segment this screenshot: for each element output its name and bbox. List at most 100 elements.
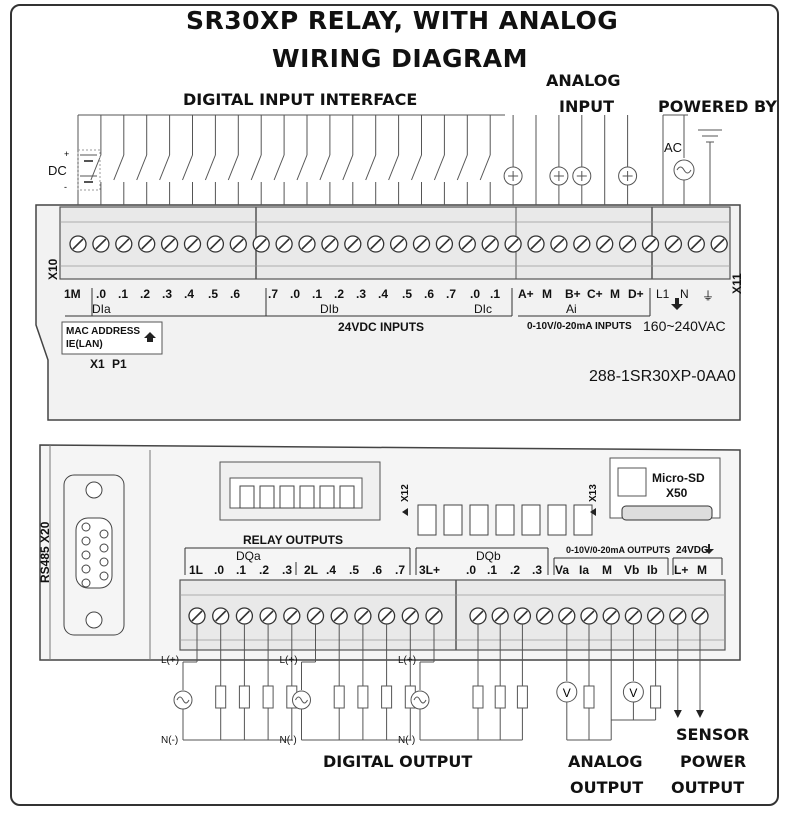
output-screw-terminal: [624, 607, 643, 625]
input-screw-terminal: [160, 235, 179, 253]
output-screw-terminal: [212, 607, 230, 625]
load-resistor: [494, 624, 506, 740]
ac-source-symbol: [292, 662, 311, 740]
output-terminal-label: .0: [214, 563, 225, 577]
output-screw-terminal: [401, 607, 419, 625]
load-resistor: [357, 624, 369, 740]
x12-label: X12: [400, 484, 411, 502]
output-screw-terminal: [283, 607, 301, 625]
rs485-pin: [81, 536, 91, 546]
load-resistor: [238, 624, 250, 740]
analog-output-heading-1: ANALOG: [568, 752, 643, 771]
output-terminal-label: L+: [674, 563, 689, 577]
connector-clip: [443, 504, 463, 536]
sensor-power-heading-3: OUTPUT: [671, 778, 745, 797]
analog-out-caption: 0-10V/0-20mA OUTPUTS: [566, 545, 671, 555]
output-screw-terminal: [669, 607, 687, 625]
load-resistor: [215, 624, 227, 740]
svg-text:V: V: [563, 686, 571, 700]
input-switch-blade: [227, 154, 239, 181]
input-switch-blade: [113, 154, 125, 181]
output-terminal-label: Ib: [647, 563, 658, 577]
power-terminal-label: N: [680, 287, 689, 301]
sensor-power-arrow: [696, 710, 704, 718]
output-screw-terminal: [188, 607, 206, 625]
load-resistor: [516, 624, 528, 740]
micro-sd-label: Micro-SD: [652, 471, 705, 485]
input-terminal-label: .7: [446, 287, 457, 301]
power-terminal-label: L1: [656, 287, 670, 301]
output-terminal-label: Va: [555, 563, 570, 577]
analog-sensor-symbol: [572, 166, 592, 186]
input-terminal-label: 1M: [64, 287, 81, 301]
input-terminal-label: .5: [402, 287, 413, 301]
dc24-caption: 24VDC: [676, 545, 709, 556]
output-terminal-label: .2: [259, 563, 270, 577]
output-terminal-label: 2L: [304, 563, 319, 577]
input-screw-terminal: [252, 235, 270, 253]
load-resistor: [583, 624, 595, 740]
analog-sensor-symbol: [503, 166, 523, 186]
output-screw-terminal: [558, 607, 576, 625]
input-terminal-label: .0: [470, 287, 481, 301]
output-terminal-label: Ia: [579, 563, 590, 577]
model-number: 288-1SR30XP-0AA0: [589, 368, 736, 385]
output-terminal-label: .5: [349, 563, 360, 577]
output-screw-terminal: [535, 607, 554, 625]
analog-terminal-label: B+: [565, 287, 581, 301]
voltage-caption: 160~240VAC: [643, 318, 726, 334]
output-terminal-label: .0: [466, 563, 477, 577]
output-screw-terminal: [377, 607, 396, 625]
input-screw-terminal: [69, 235, 87, 253]
input-screw-terminal: [344, 235, 362, 253]
input-switch-blade: [342, 154, 354, 181]
output-screw-terminal: [602, 607, 620, 625]
input-screw-terminal: [458, 235, 476, 253]
input-screw-terminal: [710, 235, 728, 253]
x50-label: X50: [666, 486, 688, 500]
input-terminal-label: .0: [290, 287, 301, 301]
input-switch-blade: [433, 154, 445, 181]
ac-source-symbol: [410, 662, 430, 740]
power-terminal-label: ⏚: [702, 289, 715, 303]
output-screw-terminal: [425, 607, 443, 625]
output-screw-terminal: [235, 607, 254, 625]
output-terminal-label: 1L: [189, 563, 204, 577]
output-screw-terminal: [646, 607, 665, 625]
x10-label: X10: [46, 258, 60, 280]
output-screw-terminal: [469, 607, 487, 625]
digital-input-heading: DIGITAL INPUT INTERFACE: [183, 90, 418, 109]
load-resistor: [381, 624, 393, 740]
sensor-power-arrow: [673, 710, 682, 718]
input-switch-blade: [296, 154, 308, 181]
input-terminal-label: .2: [140, 287, 151, 301]
mac-address-label: MAC ADDRESS: [66, 326, 141, 337]
input-terminal-label: .1: [490, 287, 501, 301]
analog-terminal-label: C+: [587, 287, 603, 301]
input-screw-terminal: [206, 235, 225, 253]
ie-lan-label: IE(LAN): [66, 339, 103, 350]
lplus-label: L(+): [398, 655, 417, 666]
connector-clip: [239, 485, 255, 509]
title-line-2: WIRING DIAGRAM: [272, 44, 528, 73]
input-switch-blade: [388, 154, 400, 181]
analog-sensor-symbol: [549, 166, 569, 186]
sensor-power-heading-2: POWER: [680, 752, 747, 771]
x1-label: X1: [90, 357, 105, 371]
bottom-screw-row: [188, 607, 709, 625]
input-screw-terminal: [504, 235, 522, 253]
input-screw-terminal: [321, 235, 339, 253]
inputs-caption: 24VDC INPUTS: [338, 320, 425, 334]
group-ai: Ai: [566, 302, 577, 316]
output-terminal-label: M: [697, 563, 707, 577]
rs485-pin: [81, 578, 91, 588]
rs485-pin: [81, 564, 91, 574]
output-terminal-label: M: [602, 563, 612, 577]
input-switch-blade: [365, 154, 377, 181]
output-terminal-label: .1: [487, 563, 498, 577]
input-screw-terminal: [275, 235, 293, 253]
analog-terminal-label: M: [610, 287, 620, 301]
analog-input-heading-2: INPUT: [559, 97, 614, 116]
output-terminal-label: .3: [532, 563, 543, 577]
